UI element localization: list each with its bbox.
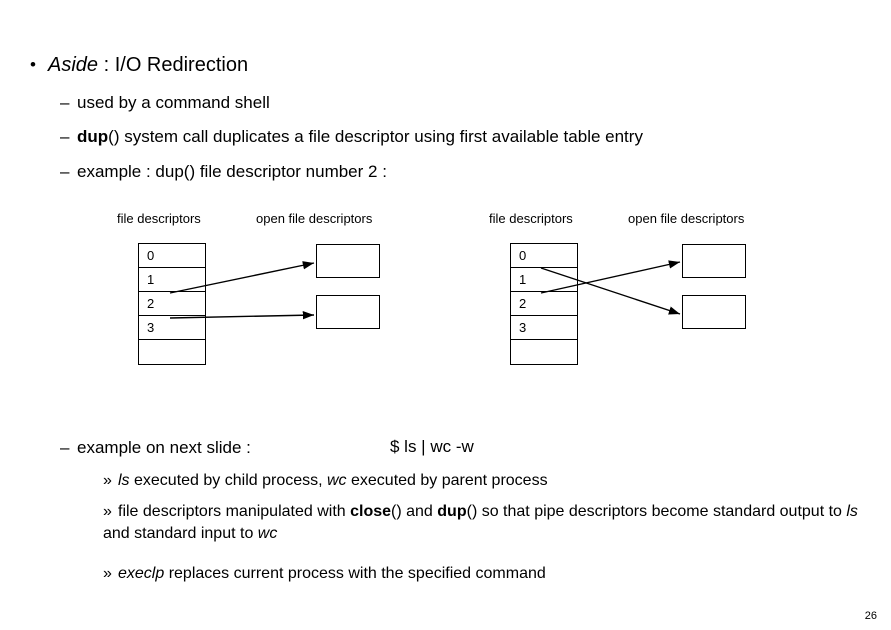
main-bullet: • Aside : I/O Redirection	[30, 52, 248, 78]
sub-bullet-dup-syscall: –dup() system call duplicates a file des…	[60, 126, 643, 148]
lvl3-bullet-ls-wc: » ls executed by child process, wc execut…	[103, 470, 548, 492]
raquo-marker: »	[103, 472, 112, 489]
dup-keyword: dup	[77, 127, 109, 146]
right-fd-table-label: file descriptors	[489, 211, 573, 226]
fd-row: 2	[139, 292, 205, 316]
lvl3-text: () so that pipe descriptors become stand…	[466, 503, 847, 520]
bullet-marker: •	[30, 55, 36, 74]
execlp-italic: execlp	[118, 565, 165, 582]
fd-row: 0	[511, 244, 577, 268]
close-keyword: close	[350, 503, 392, 520]
dash-marker: –	[60, 162, 70, 181]
left-open-box-1	[316, 244, 380, 278]
wc-italic: wc	[327, 472, 347, 489]
left-open-table-label: open file descriptors	[256, 211, 373, 226]
right-open-box-1	[682, 244, 746, 278]
left-open-box-2	[316, 295, 380, 329]
right-open-box-2	[682, 295, 746, 329]
fd-row: 3	[139, 316, 205, 340]
dash-marker: –	[60, 93, 70, 112]
sub-bullet-used-by-shell: –used by a command shell	[60, 92, 270, 114]
page-number: 26	[864, 610, 877, 622]
fd-row: 1	[139, 268, 205, 292]
lvl3-text: file descriptors manipulated with	[118, 503, 351, 520]
raquo-marker: »	[103, 565, 112, 582]
left-fd-table: 0 1 2 3	[138, 243, 206, 365]
bullet-lead-italic: Aside	[48, 54, 99, 76]
lvl3-text: () and	[391, 503, 438, 520]
wc-italic: wc	[257, 525, 278, 542]
sub-bullet-text: example on next slide :	[77, 438, 251, 457]
left-fd-table-label: file descriptors	[117, 211, 201, 226]
ls-italic: ls	[118, 472, 130, 489]
right-open-table-label: open file descriptors	[628, 211, 745, 226]
sub-bullet-text: example : dup() file descriptor number 2…	[77, 162, 387, 181]
sub-bullet-text: used by a command shell	[77, 93, 270, 112]
fd-row: 1	[511, 268, 577, 292]
dup-keyword: dup	[437, 503, 467, 520]
fd-row: 2	[511, 292, 577, 316]
sub-bullet-text: () system call duplicates a file descrip…	[108, 127, 643, 146]
bullet-rest: : I/O Redirection	[98, 54, 249, 76]
command-example: $ ls | wc -w	[390, 437, 474, 456]
lvl3-text: executed by child process,	[129, 472, 327, 489]
ls-italic: ls	[846, 503, 858, 520]
dash-marker: –	[60, 127, 70, 146]
fd-row: 0	[139, 244, 205, 268]
lvl3-text: replaces current process with the specif…	[164, 565, 546, 582]
fd-row: 3	[511, 316, 577, 340]
fd-row	[511, 340, 577, 364]
lvl3-text: executed by parent process	[346, 472, 548, 489]
sub-bullet-next-slide: –example on next slide :	[60, 437, 251, 459]
lvl3-text: and standard input to	[103, 525, 258, 542]
fd-row	[139, 340, 205, 364]
lvl3-bullet-close-dup: » file descriptors manipulated with close…	[103, 501, 863, 545]
right-fd-table: 0 1 2 3	[510, 243, 578, 365]
sub-bullet-example-dup: –example : dup() file descriptor number …	[60, 161, 387, 183]
lvl3-bullet-execlp: » execlp replaces current process with th…	[103, 563, 546, 585]
raquo-marker: »	[103, 503, 112, 520]
dash-marker: –	[60, 438, 70, 457]
